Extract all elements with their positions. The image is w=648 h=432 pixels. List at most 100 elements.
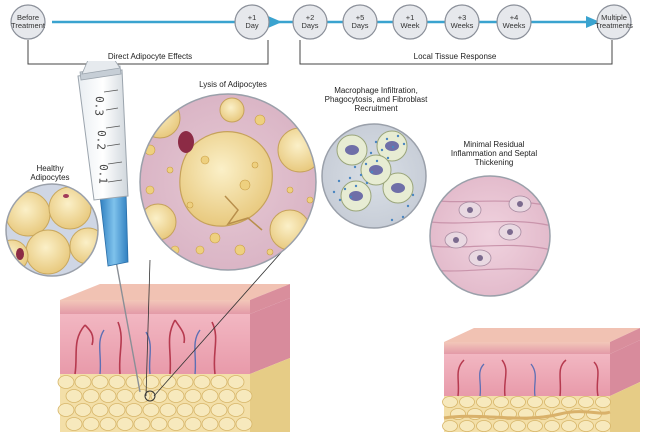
dermis-side (250, 298, 290, 374)
cell-debris-dot (390, 218, 394, 222)
cell-debris-dot (359, 173, 363, 177)
cell-debris-dot (411, 193, 415, 197)
macrophage-nucleus (349, 191, 363, 201)
timeline-node-circle (10, 4, 46, 40)
fat-layer-side-right (610, 382, 640, 432)
lipid-droplet (145, 185, 155, 195)
timeline-node-line1: +1 (405, 12, 415, 22)
cell-debris-dot (391, 145, 395, 149)
fat-lobule (74, 403, 92, 417)
timeline-node-circle (444, 4, 480, 40)
bracket-label-local: Local Tissue Response (380, 52, 530, 61)
lipid-droplet (286, 186, 294, 194)
fat-lobule (116, 389, 134, 403)
fat-lobule (201, 389, 219, 403)
cell-debris-dot (380, 148, 384, 152)
fat-lobule (108, 403, 126, 417)
timeline-node-line2: Week (400, 21, 420, 30)
timeline-arrowhead-2 (268, 16, 282, 28)
fat-lobule (595, 420, 611, 432)
lipid-droplet (186, 201, 194, 209)
lipid-droplet (200, 155, 210, 165)
cell-debris-dot (386, 156, 390, 160)
fat-lobule (184, 417, 202, 431)
residual-cell-nucleus (467, 207, 473, 213)
cell-debris-dot (348, 176, 352, 180)
fat-lobule (193, 403, 211, 417)
label-lysis: Lysis of Adipocytes (199, 80, 267, 89)
fat-lobule (561, 420, 577, 432)
timeline-node-circle (596, 4, 632, 40)
cell-debris-dot (337, 179, 341, 183)
cell-debris-dot (349, 195, 353, 199)
cell-debris-dot (396, 134, 400, 138)
timeline-node-line2: Days (301, 21, 319, 30)
healthy-circle-border (5, 183, 99, 277)
lipid-droplet (266, 248, 274, 256)
syringe-needle (113, 249, 141, 393)
fat-lobule (569, 408, 585, 420)
healthy-adipocytes-circle (5, 183, 99, 277)
fat-lobule (459, 420, 475, 432)
timeline-node-circle (342, 4, 378, 40)
macrophage-circle-border (321, 123, 427, 229)
skin-top-face-right (444, 328, 640, 342)
cell-debris-dot (338, 198, 342, 202)
fat-lobule (578, 396, 594, 408)
residual-cell-nucleus (477, 255, 483, 261)
timeline-node-line1: Multiple (601, 12, 627, 22)
dermis-front-right (444, 354, 610, 396)
lipid-droplet (254, 114, 266, 126)
syringe-mark-2: 0.2 (94, 130, 108, 150)
fat-lobule (476, 396, 492, 408)
macrophage-nucleus (369, 165, 383, 175)
zoom-line-2 (153, 237, 295, 397)
cell-debris-dot (353, 165, 357, 169)
cell-debris-dot (365, 181, 369, 185)
lipid-droplet (239, 179, 251, 191)
blood-vessels-left (74, 319, 217, 375)
fat-lobule (125, 403, 143, 417)
lipid-droplet (251, 161, 259, 169)
blood-vessels-right (457, 359, 599, 397)
fat-lobule (227, 375, 245, 389)
cell-debris-dot (401, 215, 405, 219)
syringe-mark-3: 0.1 (96, 164, 110, 184)
timeline-node-line1: Before (16, 12, 40, 22)
fat-lobule (544, 396, 560, 408)
dermis-side-right (610, 340, 640, 396)
fat-lobule (527, 420, 543, 432)
fat-lobule (442, 420, 458, 432)
fat-lobule (218, 417, 236, 431)
timeline-node-line2: Days (351, 21, 369, 30)
cell-debris-dot (375, 159, 379, 163)
septal-thickening (443, 410, 611, 420)
fat-lobule (91, 375, 109, 389)
fat-lobule (82, 389, 100, 403)
fat-lobule (235, 417, 253, 431)
lipid-droplet (195, 245, 205, 255)
fat-lobule (142, 403, 160, 417)
macrophage-circle (321, 123, 427, 229)
cell-debris-dot (328, 128, 332, 132)
macrophage-nucleus (345, 145, 359, 155)
fat-lobule (99, 417, 117, 431)
timeline-node-line2: Weeks (502, 21, 526, 30)
timeline-node-line2: Day (245, 21, 259, 30)
cell-debris-dot (407, 131, 411, 135)
lipid-droplet (306, 196, 314, 204)
epidermis-side-right (610, 328, 640, 354)
macrophage-nucleus (391, 183, 405, 193)
cell-debris-dot (370, 170, 374, 174)
fat-lobule (184, 389, 202, 403)
fat-lobule (210, 375, 228, 389)
fat-lobule (235, 389, 253, 403)
timeline-node-circle (234, 4, 270, 40)
cell-debris-dot (364, 162, 368, 166)
